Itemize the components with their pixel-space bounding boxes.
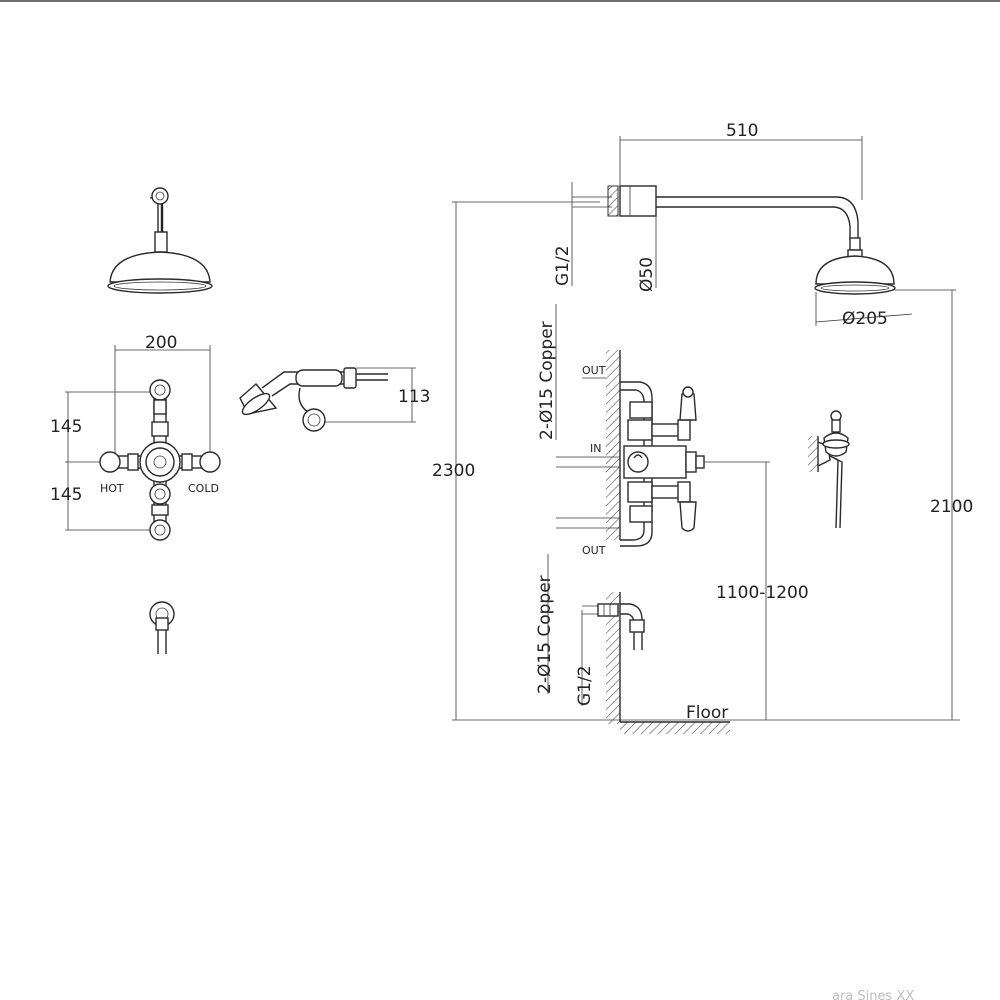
dim-handset-height: 113 (398, 387, 430, 407)
dim-valve-width: 200 (145, 333, 177, 353)
label-flange-dia: Ø50 (637, 257, 657, 292)
front-view-thermostatic-valve: 200 145 145 (50, 333, 221, 541)
handset-holder-side-view: 113 (239, 367, 430, 432)
label-copper-top: 2-Ø15 Copper (537, 321, 557, 440)
dim-total-height: 2300 (432, 461, 475, 481)
side-view-valve: 2-Ø15 Copper OUT IN OUT (535, 304, 730, 734)
label-copper-bottom: 2-Ø15 Copper (535, 575, 555, 694)
label-floor: Floor (686, 703, 728, 723)
front-view-shower-head (107, 187, 213, 294)
label-thread-bottom: G1/2 (575, 665, 595, 706)
label-head-dia: Ø205 (842, 309, 888, 329)
side-view-handset-holder (808, 410, 850, 529)
label-hot: HOT (100, 482, 124, 495)
label-inlet-thread: G1/2 (553, 245, 573, 286)
label-cold: COLD (188, 482, 219, 495)
label-in: IN (590, 442, 601, 455)
label-out-bottom: OUT (582, 544, 606, 557)
side-view-dimensions: 510 2300 2100 1100-1200 Floor (432, 121, 973, 723)
dim-upper-offset: 145 (50, 417, 82, 437)
dim-arm-width: 510 (726, 121, 758, 141)
dim-lower-offset: 145 (50, 485, 82, 505)
dim-head-height: 2100 (930, 497, 973, 517)
dim-valve-height: 1100-1200 (716, 583, 809, 603)
front-view-wall-outlet (149, 601, 175, 654)
side-view-shower-arm: G1/2 Ø50 Ø205 (553, 182, 913, 329)
watermark: ara Sines XX (832, 989, 914, 1000)
top-border (0, 0, 1000, 2)
label-out-top: OUT (582, 364, 606, 377)
